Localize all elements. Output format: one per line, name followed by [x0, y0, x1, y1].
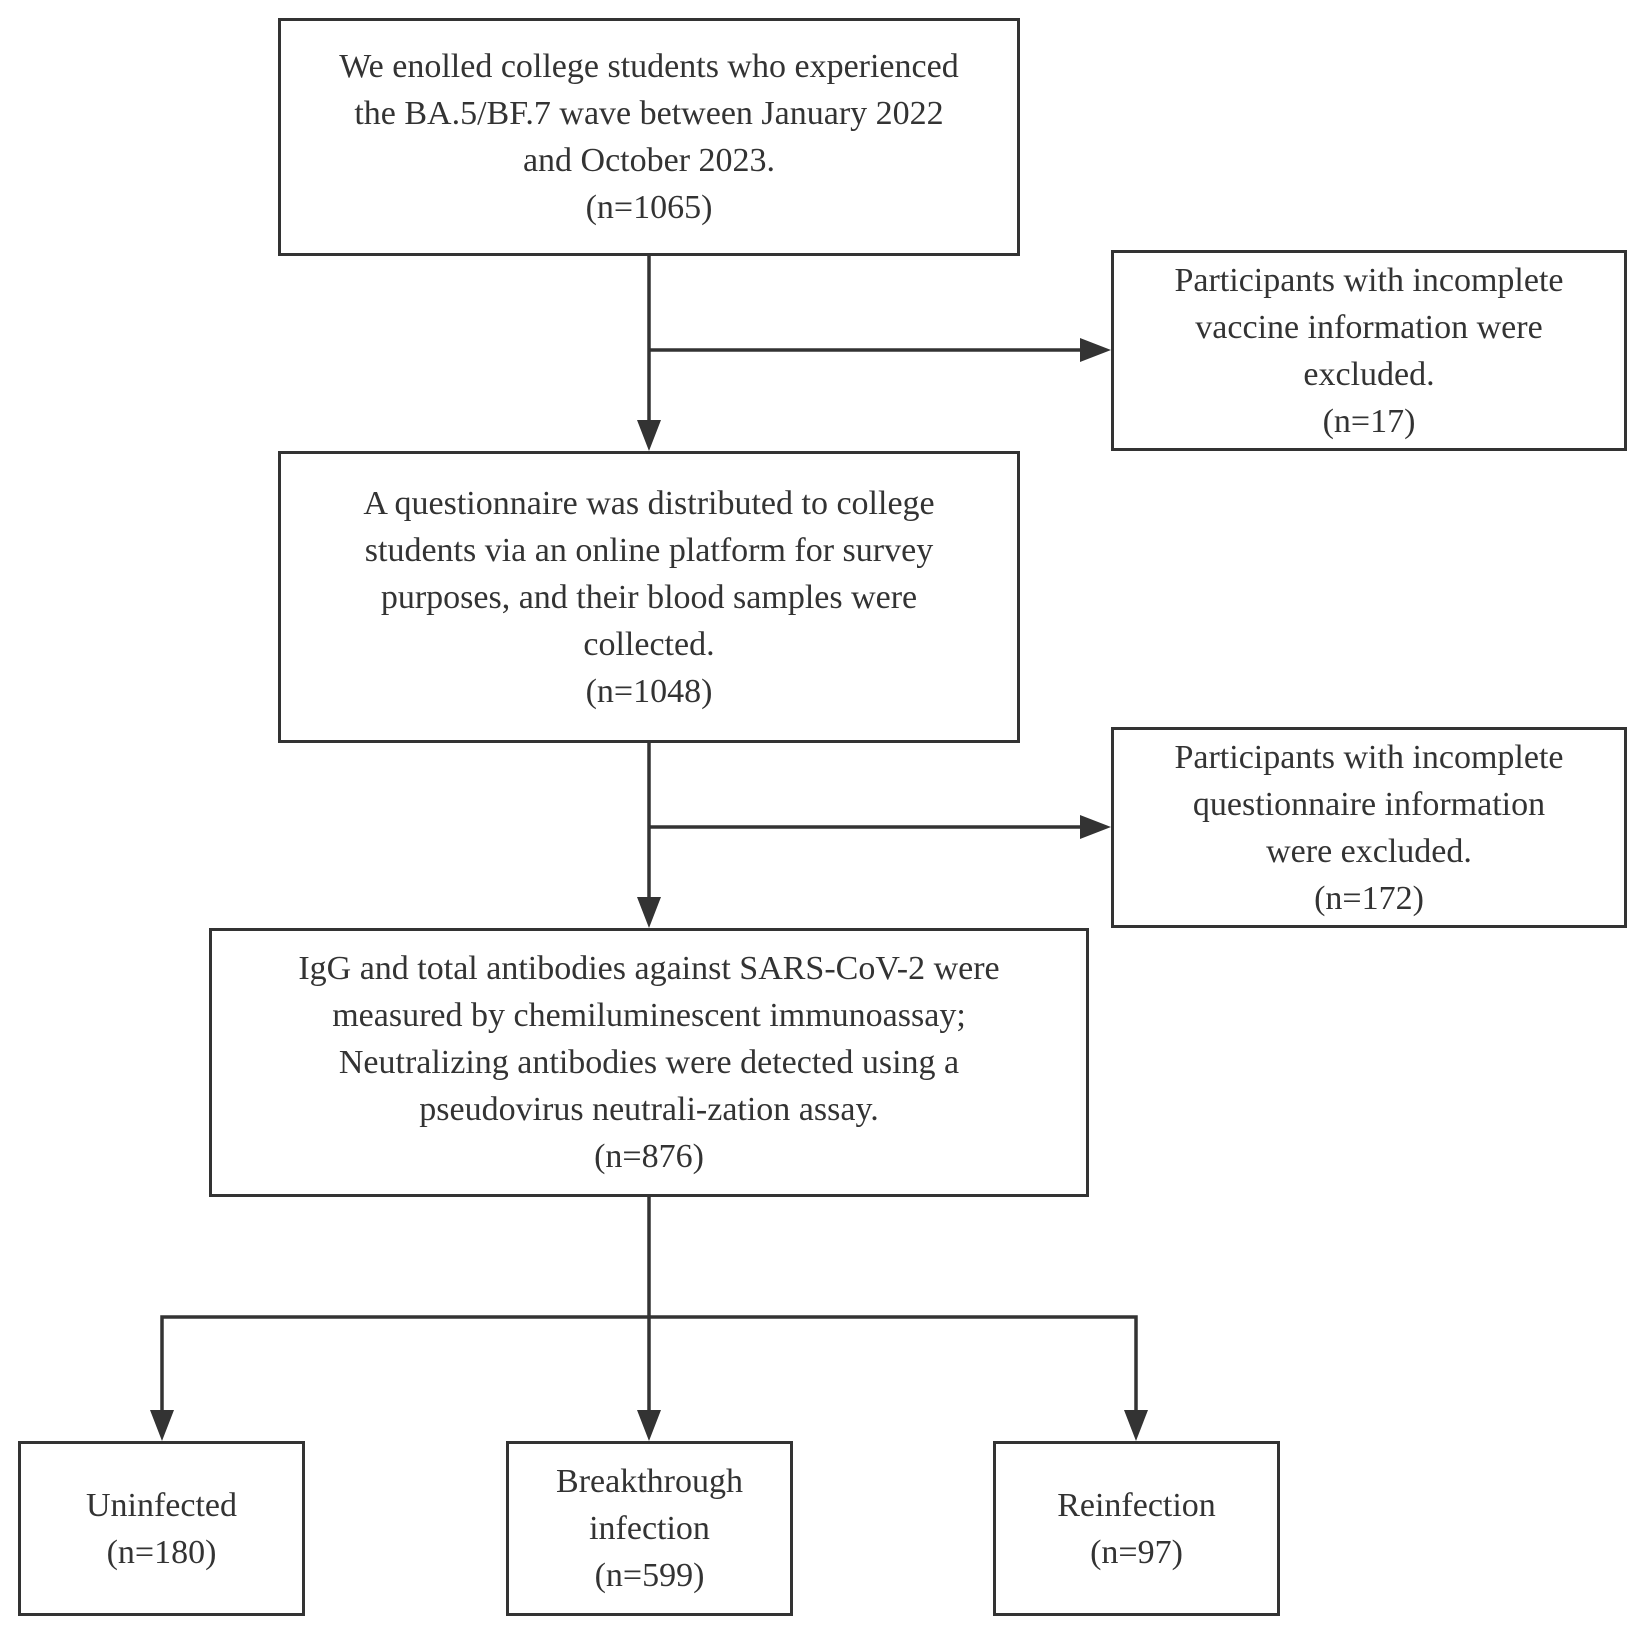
antibody-text-line: Neutralizing antibodies were detected us…: [338, 1044, 960, 1081]
questionnaire-box: A questionnaire was distributed to colle…: [278, 451, 1020, 743]
exclusion-questionnaire-text-line: Participants with incomplete: [1174, 738, 1564, 776]
enrollment-count: (n=1065): [585, 189, 713, 226]
questionnaire-text-line: A questionnaire was distributed to colle…: [363, 484, 935, 522]
antibody-count: (n=876): [594, 1138, 704, 1175]
uninfected-count: (n=180): [106, 1533, 217, 1571]
breakthrough-label: infection: [589, 1510, 710, 1547]
arrowhead-reinfection: [1124, 1410, 1148, 1441]
antibody-text-line: pseudovirus neutrali-zation assay.: [419, 1091, 879, 1128]
exclusion-vaccine-text-line: vaccine information were: [1195, 308, 1543, 346]
exclusion-questionnaire-text-line: were excluded.: [1266, 832, 1472, 870]
arrowhead-uninfected: [150, 1410, 174, 1441]
exclusion-vaccine-count: (n=17): [1322, 402, 1416, 440]
uninfected-label: Uninfected: [85, 1486, 238, 1524]
reinfection-count: (n=97): [1090, 1533, 1183, 1571]
arrowhead-exclusion-questionnaire: [1080, 815, 1111, 839]
enrollment-text-line: We enolled college students who experien…: [339, 48, 959, 85]
breakthrough-box: Breakthrough infection (n=599): [506, 1441, 793, 1616]
exclusion-vaccine-text-line: Participants with incomplete: [1174, 261, 1564, 299]
enrollment-text-line: and October 2023.: [522, 142, 776, 179]
arrowhead-breakthrough: [637, 1410, 661, 1441]
antibody-testing-box: IgG and total antibodies against SARS-Co…: [209, 928, 1089, 1197]
arrowhead-questionnaire: [637, 420, 661, 451]
antibody-text-line: measured by chemiluminescent immunoassay…: [332, 997, 966, 1034]
enrollment-box: We enolled college students who experien…: [278, 18, 1020, 256]
questionnaire-text-line: purposes, and their blood samples were: [380, 578, 918, 616]
breakthrough-label: Breakthrough: [556, 1463, 743, 1500]
exclusion-vaccine-box: Participants with incomplete vaccine inf…: [1111, 250, 1627, 451]
questionnaire-text-line: students via an online platform for surv…: [364, 531, 934, 569]
reinfection-label: Reinfection: [1057, 1486, 1216, 1524]
exclusion-vaccine-text-line: excluded.: [1303, 355, 1435, 393]
questionnaire-text-line: collected.: [583, 625, 715, 663]
exclusion-questionnaire-box: Participants with incomplete questionnai…: [1111, 727, 1627, 928]
enrollment-text-line: the BA.5/BF.7 wave between January 2022: [354, 95, 944, 132]
reinfection-box: Reinfection (n=97): [993, 1441, 1280, 1616]
arrowhead-antibody: [637, 897, 661, 928]
arrowhead-exclusion-vaccine: [1080, 338, 1111, 362]
breakthrough-count: (n=599): [594, 1557, 705, 1594]
connector-split-horizontal: [160, 1315, 1138, 1410]
antibody-text-line: IgG and total antibodies against SARS-Co…: [298, 950, 1000, 987]
uninfected-box: Uninfected (n=180): [18, 1441, 305, 1616]
exclusion-questionnaire-count: (n=172): [1314, 879, 1424, 917]
questionnaire-count: (n=1048): [585, 672, 713, 710]
exclusion-questionnaire-text-line: questionnaire information: [1192, 785, 1546, 823]
